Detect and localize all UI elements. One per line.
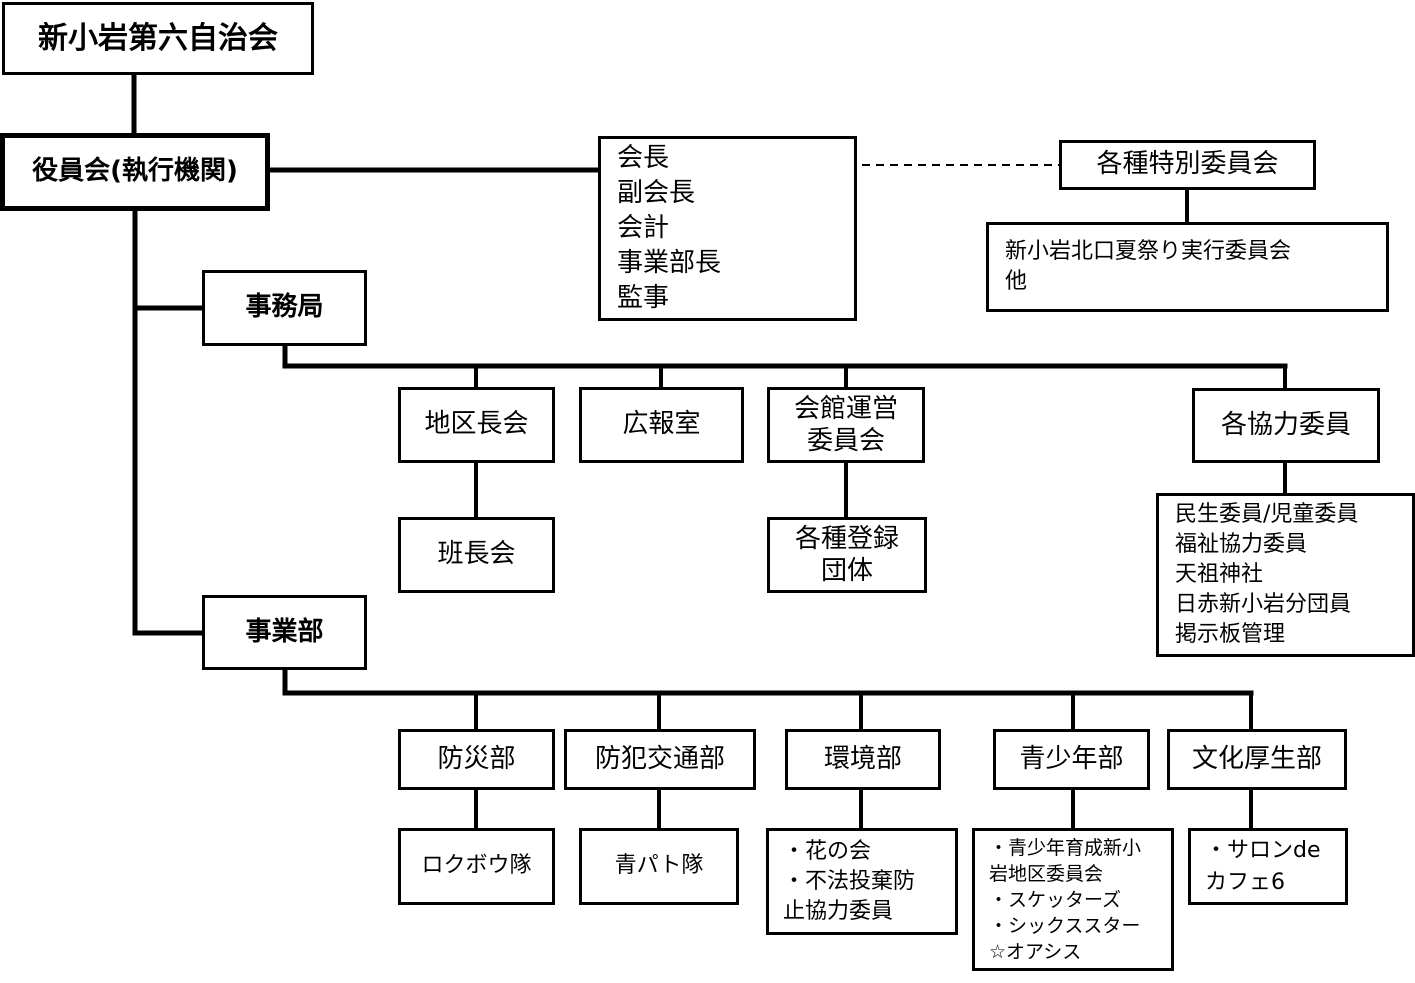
special-committees-list: 新小岩北口夏祭り実行委員会 他 (986, 222, 1389, 312)
officers-node: 会長 副会長 会計 事業部長 監事 (598, 136, 857, 321)
business-node: 事業部 (202, 595, 367, 670)
environment-label: 環境部 (823, 743, 902, 774)
environment-item: ・不法投棄防 (783, 868, 916, 894)
officer-item: 監事 (617, 283, 670, 313)
group-chiefs-label: 班長会 (437, 539, 516, 570)
hall-committee-label-line: 会館運営 (793, 394, 898, 424)
environment-item: ・花の会 (783, 838, 872, 864)
rokubou-label: ロクボウ隊 (421, 853, 532, 879)
group-chiefs-node: 班長会 (398, 517, 555, 593)
youth-list: ・青少年育成新小 岩地区委員会 ・スケッターズ ・シックススター ☆オアシス (972, 828, 1174, 971)
secretariat-node: 事務局 (202, 270, 367, 346)
cooperation-label: 各協力委員 (1220, 409, 1351, 440)
hall-committee-node: 会館運営 委員会 (767, 387, 925, 463)
cooperation-item: 民生委員/児童委員 (1175, 502, 1359, 527)
blue-patrol-node: 青パト隊 (579, 828, 739, 905)
culture-node: 文化厚生部 (1167, 729, 1347, 790)
officer-item: 事業部長 (617, 248, 722, 278)
district-chiefs-node: 地区長会 (398, 387, 555, 463)
cooperation-list: 民生委員/児童委員 福祉協力委員 天祖神社 日赤新小岩分団員 掲示板管理 (1156, 493, 1415, 657)
rokubou-node: ロクボウ隊 (398, 828, 555, 905)
culture-item: カフェ6 (1205, 869, 1285, 895)
culture-item: ・サロンde (1205, 837, 1321, 863)
officer-item: 副会長 (617, 178, 696, 208)
youth-label: 青少年部 (1019, 743, 1124, 774)
special-committees-node: 各種特別委員会 (1059, 140, 1316, 190)
youth-item: ・青少年育成新小 (989, 836, 1142, 859)
cooperation-item: 福祉協力委員 (1175, 532, 1308, 557)
environment-node: 環境部 (785, 729, 941, 790)
cooperation-item: 掲示板管理 (1175, 622, 1286, 647)
crime-traffic-label: 防犯交通部 (594, 743, 725, 774)
youth-node: 青少年部 (993, 729, 1150, 790)
secretariat-label: 事務局 (245, 292, 324, 323)
blue-patrol-label: 青パト隊 (614, 853, 704, 879)
environment-item: 止協力委員 (783, 898, 894, 924)
root-node: 新小岩第六自治会 (2, 2, 314, 75)
district-chiefs-label: 地区長会 (424, 409, 529, 440)
registered-groups-label-line: 各種登録 (794, 524, 899, 554)
officer-item: 会計 (617, 213, 670, 243)
business-label: 事業部 (245, 616, 324, 647)
root-label: 新小岩第六自治会 (38, 20, 278, 56)
environment-list: ・花の会 ・不法投棄防 止協力委員 (766, 828, 958, 935)
culture-list: ・サロンde カフェ6 (1188, 828, 1348, 905)
registered-groups-node: 各種登録 団体 (767, 517, 927, 593)
special-committee-item: 他 (1005, 269, 1028, 294)
crime-traffic-node: 防犯交通部 (564, 729, 756, 790)
culture-label: 文化厚生部 (1191, 743, 1322, 774)
cooperation-node: 各協力委員 (1192, 388, 1380, 463)
board-label: 役員会(執行機関) (32, 156, 238, 187)
hall-committee-label-line: 委員会 (806, 426, 885, 456)
officer-item: 会長 (617, 143, 670, 173)
cooperation-item: 天祖神社 (1175, 562, 1264, 587)
special-committees-label: 各種特別委員会 (1096, 149, 1279, 180)
youth-item: ☆オアシス (989, 940, 1082, 963)
youth-item: 岩地区委員会 (989, 862, 1104, 885)
youth-item: ・スケッターズ (989, 888, 1122, 911)
youth-item: ・シックススター (989, 914, 1141, 937)
registered-groups-label-line: 団体 (820, 556, 873, 586)
pr-office-label: 広報室 (622, 409, 701, 440)
disaster-node: 防災部 (398, 729, 555, 790)
pr-office-node: 広報室 (579, 387, 744, 463)
special-committee-item: 新小岩北口夏祭り実行委員会 (1005, 239, 1292, 264)
board-node: 役員会(執行機関) (0, 133, 270, 211)
disaster-label: 防災部 (437, 743, 516, 774)
cooperation-item: 日赤新小岩分団員 (1175, 592, 1352, 617)
